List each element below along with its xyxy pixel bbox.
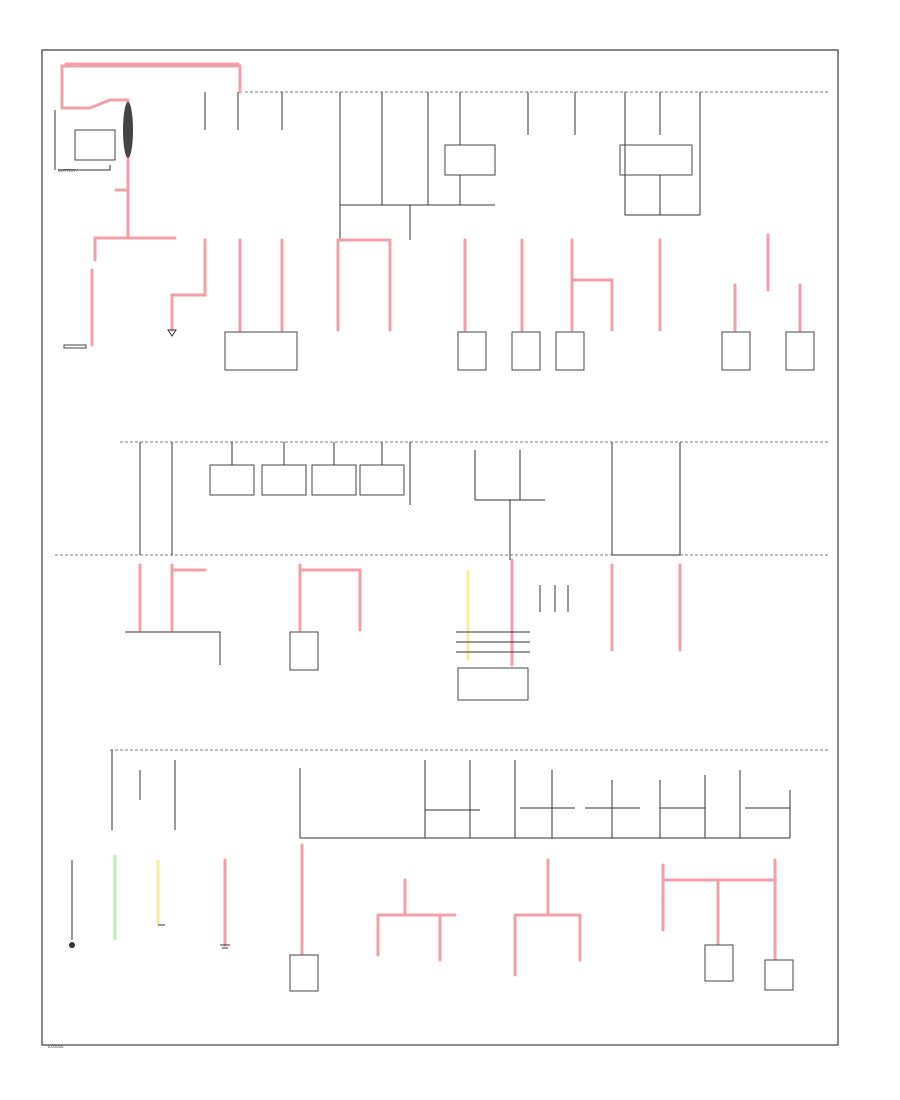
- lower-components: [289, 944, 794, 992]
- component-box: [511, 331, 541, 371]
- diagram-frame: [41, 49, 839, 1046]
- component-box: [457, 667, 529, 701]
- component-box: [764, 959, 794, 991]
- component-box: [555, 331, 585, 371]
- fusible-link-icon: [123, 102, 133, 158]
- battery-label: BATTERY: [58, 168, 78, 173]
- upper-component-wires: [170, 233, 802, 332]
- lower-component-wires: [300, 843, 777, 977]
- battery-feed-wire: [60, 64, 242, 110]
- upper-components: [167, 329, 815, 371]
- component-box: [289, 954, 319, 992]
- component-box: [785, 331, 815, 371]
- middle-component-wires: [138, 554, 682, 667]
- footer-code: E00056: [48, 1044, 64, 1049]
- top-fuse-taps: [204, 92, 701, 240]
- middle-fuse-taps: [139, 442, 681, 560]
- component-box: [721, 331, 751, 371]
- middle-components: [125, 585, 569, 701]
- battery-starter-circuit: BATTERY: [54, 62, 242, 349]
- component-box: [289, 631, 319, 671]
- lower-fuse-taps: [299, 760, 791, 838]
- component-box: [224, 331, 298, 371]
- lower-left-circuits: [69, 750, 230, 949]
- component-box: [704, 944, 734, 982]
- starter-relay-box: [74, 129, 116, 161]
- component-box: [457, 331, 487, 371]
